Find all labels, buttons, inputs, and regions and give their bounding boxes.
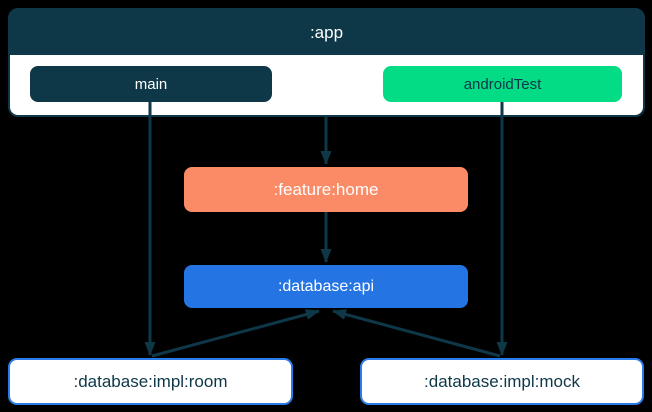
node-android-test-label: androidTest xyxy=(463,75,542,93)
node-database-api: :database:api xyxy=(184,265,468,308)
node-database-api-label: :database:api xyxy=(277,277,375,295)
node-database-impl-room: :database:impl:room xyxy=(8,358,293,405)
node-android-test: androidTest xyxy=(383,66,622,102)
edge-database-impl-mock-to-database-api xyxy=(332,309,501,358)
node-app: :app main androidTest xyxy=(8,8,645,117)
node-app-label: :app xyxy=(309,22,344,42)
edge-database-impl-room-to-database-api xyxy=(151,309,320,358)
node-database-impl-mock-label: :database:impl:mock xyxy=(424,371,580,391)
node-app-header: :app xyxy=(10,10,643,55)
node-feature-home-label: :feature:home xyxy=(273,179,379,199)
node-database-impl-room-label: :database:impl:room xyxy=(73,371,228,391)
node-main-label: main xyxy=(134,75,168,93)
node-feature-home: :feature:home xyxy=(184,167,468,212)
node-main: main xyxy=(30,66,272,102)
node-database-impl-mock: :database:impl:mock xyxy=(360,358,644,405)
